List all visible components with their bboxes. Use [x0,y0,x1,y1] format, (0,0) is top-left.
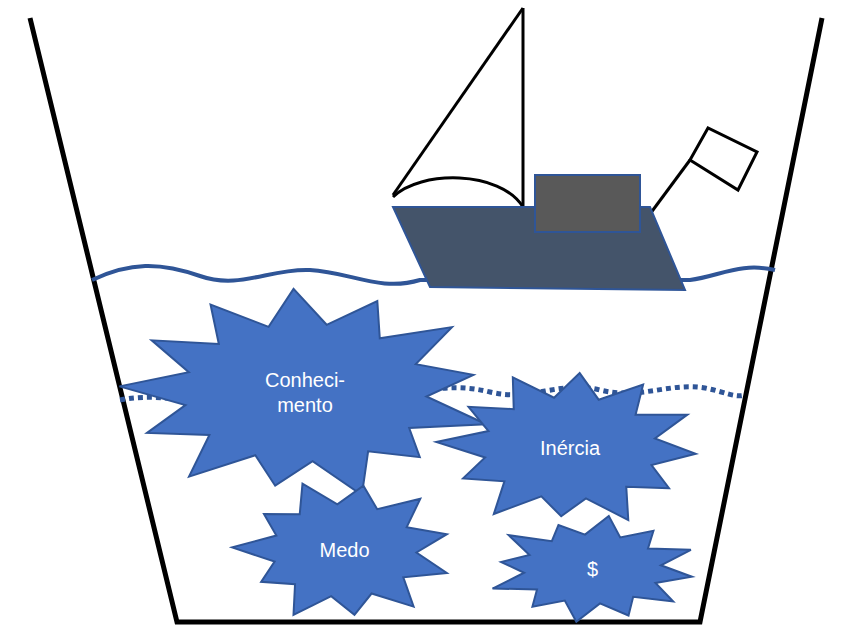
mast [522,8,525,207]
obstacle-label: Conheci- mento [255,368,355,418]
obstacle-label: Inércia [510,436,630,461]
boat-cabin [535,175,640,232]
obstacle-label: $ [563,557,623,582]
flag [690,128,757,190]
sail [393,8,523,195]
starburst-shape: Medo [232,478,457,623]
starburst-path [436,373,695,520]
boom-arc [393,178,523,207]
starburst-shape: Conheci- mento [115,285,495,500]
flag-pole [650,160,690,214]
starburst-path [232,484,447,615]
bucket-outline [30,18,822,622]
obstacle-label: Medo [295,538,395,563]
starburst-shape: $ [485,515,700,623]
starburst-outline [115,285,495,500]
starburst-path [119,289,486,495]
starburst-shape: Inércia [435,368,705,528]
starburst-path [493,516,692,622]
